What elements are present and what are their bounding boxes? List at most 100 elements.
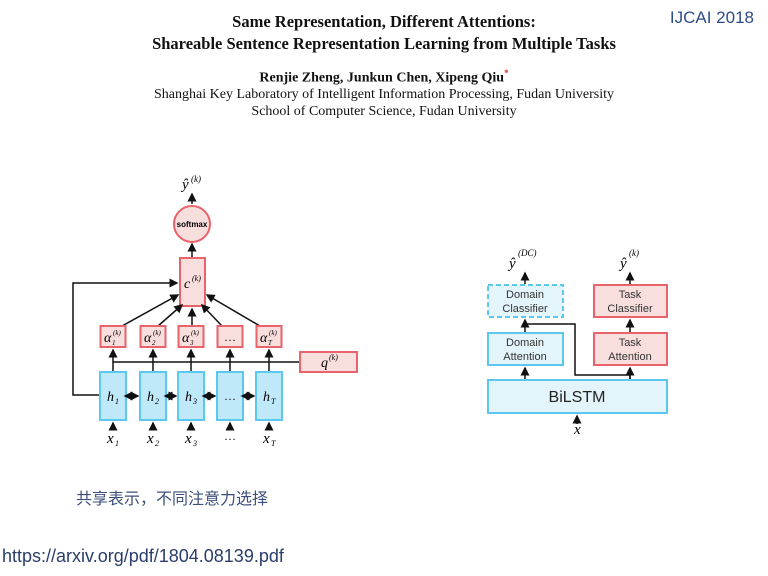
hidden-state-node: …: [216, 371, 244, 421]
input-ellipsis: …: [224, 429, 236, 443]
attention-weight-sup: (k): [191, 329, 199, 337]
paper-title-line2: Shareable Sentence Representation Learni…: [152, 34, 616, 53]
attention-weight-sub: 2: [152, 339, 156, 347]
hidden-state-sub: T: [271, 397, 276, 406]
hidden-state-box: [216, 371, 244, 421]
attention-weight-node: α(k) T: [255, 325, 283, 348]
arxiv-link[interactable]: https://arxiv.org/pdf/1804.08139.pdf: [2, 546, 284, 566]
attention-weight-box: [255, 325, 283, 348]
svg-text:ŷ: ŷ: [180, 177, 189, 193]
domain-classifier-label-1: Domain: [506, 289, 544, 301]
hidden-state-sub: 3: [192, 397, 197, 406]
attention-weight-node: α(k) 3: [177, 325, 205, 348]
attention-weight-sub: 1: [112, 339, 116, 347]
svg-text:c: c: [184, 277, 191, 292]
input-sub: 1: [115, 439, 119, 448]
task-attention-node: [593, 332, 668, 366]
query-vector-label: q (k): [321, 353, 338, 371]
attention-weight-symbol: α: [182, 331, 190, 346]
author-names: Renjie Zheng, Junkun Chen, Xipeng Qiu: [259, 70, 505, 86]
attention-weight-node: α(k) 1: [99, 325, 127, 348]
svg-text:ŷ: ŷ: [507, 256, 516, 272]
domain-attention-label-1: Domain: [506, 337, 544, 349]
corresponding-author-mark: *: [504, 68, 509, 78]
paper-title-line1: Same Representation, Different Attention…: [232, 12, 536, 31]
hidden-state-symbol: h: [263, 390, 270, 405]
context-vector-node: [179, 257, 206, 307]
hidden-state-sub: 1: [115, 397, 119, 406]
attention-weight-ellipsis: …: [224, 330, 236, 344]
svg-text:ŷ: ŷ: [618, 256, 627, 272]
skip-connection-line: [72, 278, 179, 396]
input-symbol: x: [106, 431, 114, 447]
svg-text:(DC): (DC): [518, 248, 537, 258]
domain-attention-node: [487, 332, 564, 366]
task-classifier-label-2: Classifier: [607, 303, 653, 315]
hidden-state-box: [177, 371, 205, 421]
left-output-label: ŷ (k): [180, 174, 201, 193]
paper-authors: Renjie Zheng, Junkun Chen, Xipeng Qiu*: [0, 68, 768, 87]
arrow-alpha2-to-context: [157, 304, 184, 327]
arrow-dots-to-context: [200, 303, 223, 327]
hidden-state-sub: 2: [155, 397, 159, 406]
arrow-alphaT-to-context: [205, 294, 261, 327]
input-sub: T: [271, 439, 276, 448]
svg-text:(k): (k): [329, 353, 338, 362]
attention-weight-node: α(k) 2: [139, 325, 167, 348]
domain-output-label: ŷ (DC): [507, 248, 537, 272]
hidden-state-symbol: h: [107, 390, 114, 405]
attention-weight-node: …: [216, 325, 244, 348]
hidden-state-symbol: h: [147, 390, 154, 405]
chinese-caption: 共享表示，不同注意力选择: [76, 489, 269, 508]
attention-weight-symbol: α: [104, 331, 112, 346]
attention-weight-box: [99, 325, 127, 348]
attention-weight-sub: T: [268, 339, 273, 347]
attention-weight-box: [177, 325, 205, 348]
context-vector-label: c (k): [184, 274, 201, 292]
attention-weight-sub: 3: [189, 339, 194, 347]
softmax-label: softmax: [177, 220, 208, 229]
task-output-label: ŷ (k): [618, 248, 639, 272]
hidden-state-symbol: h: [185, 390, 192, 405]
hidden-state-ellipsis: …: [224, 389, 236, 403]
svg-text:(k): (k): [192, 274, 201, 283]
attention-weight-sup: (k): [113, 329, 121, 337]
task-attention-label-2: Attention: [608, 351, 651, 363]
attention-weight-sup: (k): [269, 329, 277, 337]
domain-classifier-label-2: Classifier: [502, 303, 548, 315]
attention-weight-symbol: α: [144, 331, 152, 346]
arrow-alpha1-to-context: [121, 294, 180, 327]
svg-text:q: q: [321, 356, 328, 371]
domain-attention-label-2: Attention: [503, 351, 546, 363]
query-vector-node: [299, 351, 358, 373]
domain-classifier-node: [487, 284, 564, 318]
attention-weight-symbol: α: [260, 331, 268, 346]
attention-weight-box: [139, 325, 167, 348]
input-token: …: [224, 429, 236, 443]
task-attention-label-1: Task: [619, 337, 642, 349]
right-input-label: x: [573, 422, 581, 438]
input-sub: 3: [192, 439, 197, 448]
attention-weight-box: [216, 325, 244, 348]
attention-weight-sup: (k): [153, 329, 161, 337]
input-symbol: x: [146, 431, 154, 447]
svg-text:(k): (k): [629, 248, 639, 258]
task-classifier-label-1: Task: [619, 289, 642, 301]
softmax-node: [173, 205, 211, 243]
svg-text:(k): (k): [191, 174, 201, 184]
venue-label: IJCAI 2018: [669, 8, 754, 27]
affiliation-2: School of Computer Science, Fudan Univer…: [251, 104, 517, 119]
input-sub: 2: [155, 439, 159, 448]
hidden-state-box: [255, 371, 283, 421]
bilstm-label: BiLSTM: [549, 389, 606, 406]
bilstm-node: [487, 379, 668, 414]
task-classifier-node: [593, 284, 668, 318]
